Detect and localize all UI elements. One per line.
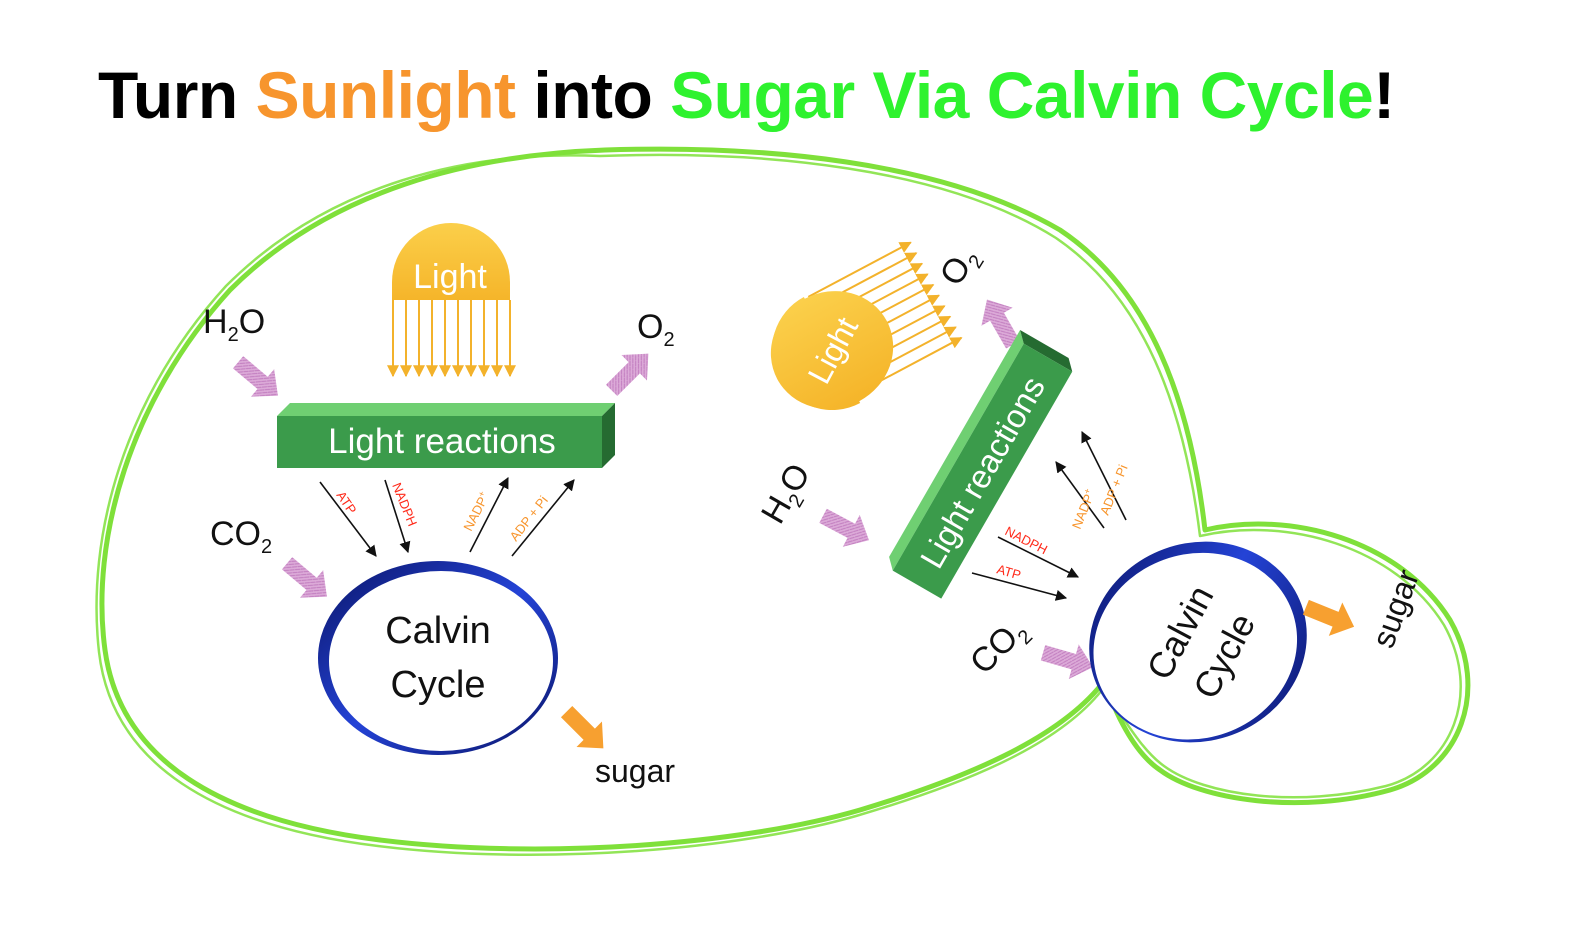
right-h2o-arrow: [819, 508, 869, 547]
left-calvin-cycle: Calvin Cycle: [318, 561, 558, 755]
title-into: into: [515, 58, 671, 132]
left-light-reactions-label: Light reactions: [328, 422, 556, 461]
left-h2o-label: H2O: [203, 303, 265, 346]
left-atp-label: ATP: [334, 488, 360, 517]
right-diagram: O2 Light Light re: [754, 240, 1426, 743]
page-title: Turn Sunlight into Sugar Via Calvin Cycl…: [98, 62, 1395, 128]
right-cofactor-arrows: [971, 430, 1127, 601]
left-calvin-line1: Calvin: [385, 610, 491, 652]
right-h2o-label: H2O: [754, 457, 822, 532]
left-nadp-label: NADP+: [459, 489, 492, 533]
left-cofactor-arrows: [319, 477, 575, 557]
right-o2-arrow: [981, 299, 1020, 349]
right-co2-arrow: [1040, 644, 1093, 679]
right-light-reactions-box: Light reactions: [889, 330, 1073, 599]
title-sunlight: Sunlight: [255, 58, 516, 132]
left-o2-label: O2: [637, 308, 675, 351]
left-o2-arrow: [605, 353, 649, 397]
left-sugar-label: sugar: [595, 753, 675, 789]
title-turn: Turn: [98, 58, 256, 132]
left-h2o-arrow: [232, 356, 278, 397]
right-sun: Light: [770, 241, 963, 410]
title-sugar-via-calvin-cycle: Sugar Via Calvin Cycle: [670, 58, 1374, 132]
right-calvin-cycle: Calvin Cycle: [1089, 541, 1307, 743]
right-sugar-arrow: [1302, 599, 1355, 636]
left-co2-label: CO2: [210, 515, 272, 558]
left-sun: Light: [387, 223, 516, 378]
right-sugar-label: sugar: [1365, 565, 1426, 653]
title-exclamation: !: [1373, 58, 1395, 132]
right-nadp-label: NADP+: [1068, 487, 1098, 531]
right-nadph-label: NADPH: [1003, 523, 1050, 557]
left-sun-label: Light: [413, 258, 487, 296]
right-co2-label: CO2: [963, 611, 1037, 685]
left-sugar-arrow: [560, 705, 604, 749]
right-o2-label: O2: [933, 240, 989, 295]
left-nadph-label: NADPH: [389, 481, 420, 529]
right-atp-label: ATP: [995, 561, 1023, 582]
left-diagram: Light Light reactions H2O O2 CO2 ATP NAD…: [203, 223, 675, 789]
left-light-reactions-box: Light reactions: [277, 403, 615, 468]
left-co2-arrow: [281, 557, 327, 598]
left-calvin-line2: Cycle: [390, 664, 485, 706]
